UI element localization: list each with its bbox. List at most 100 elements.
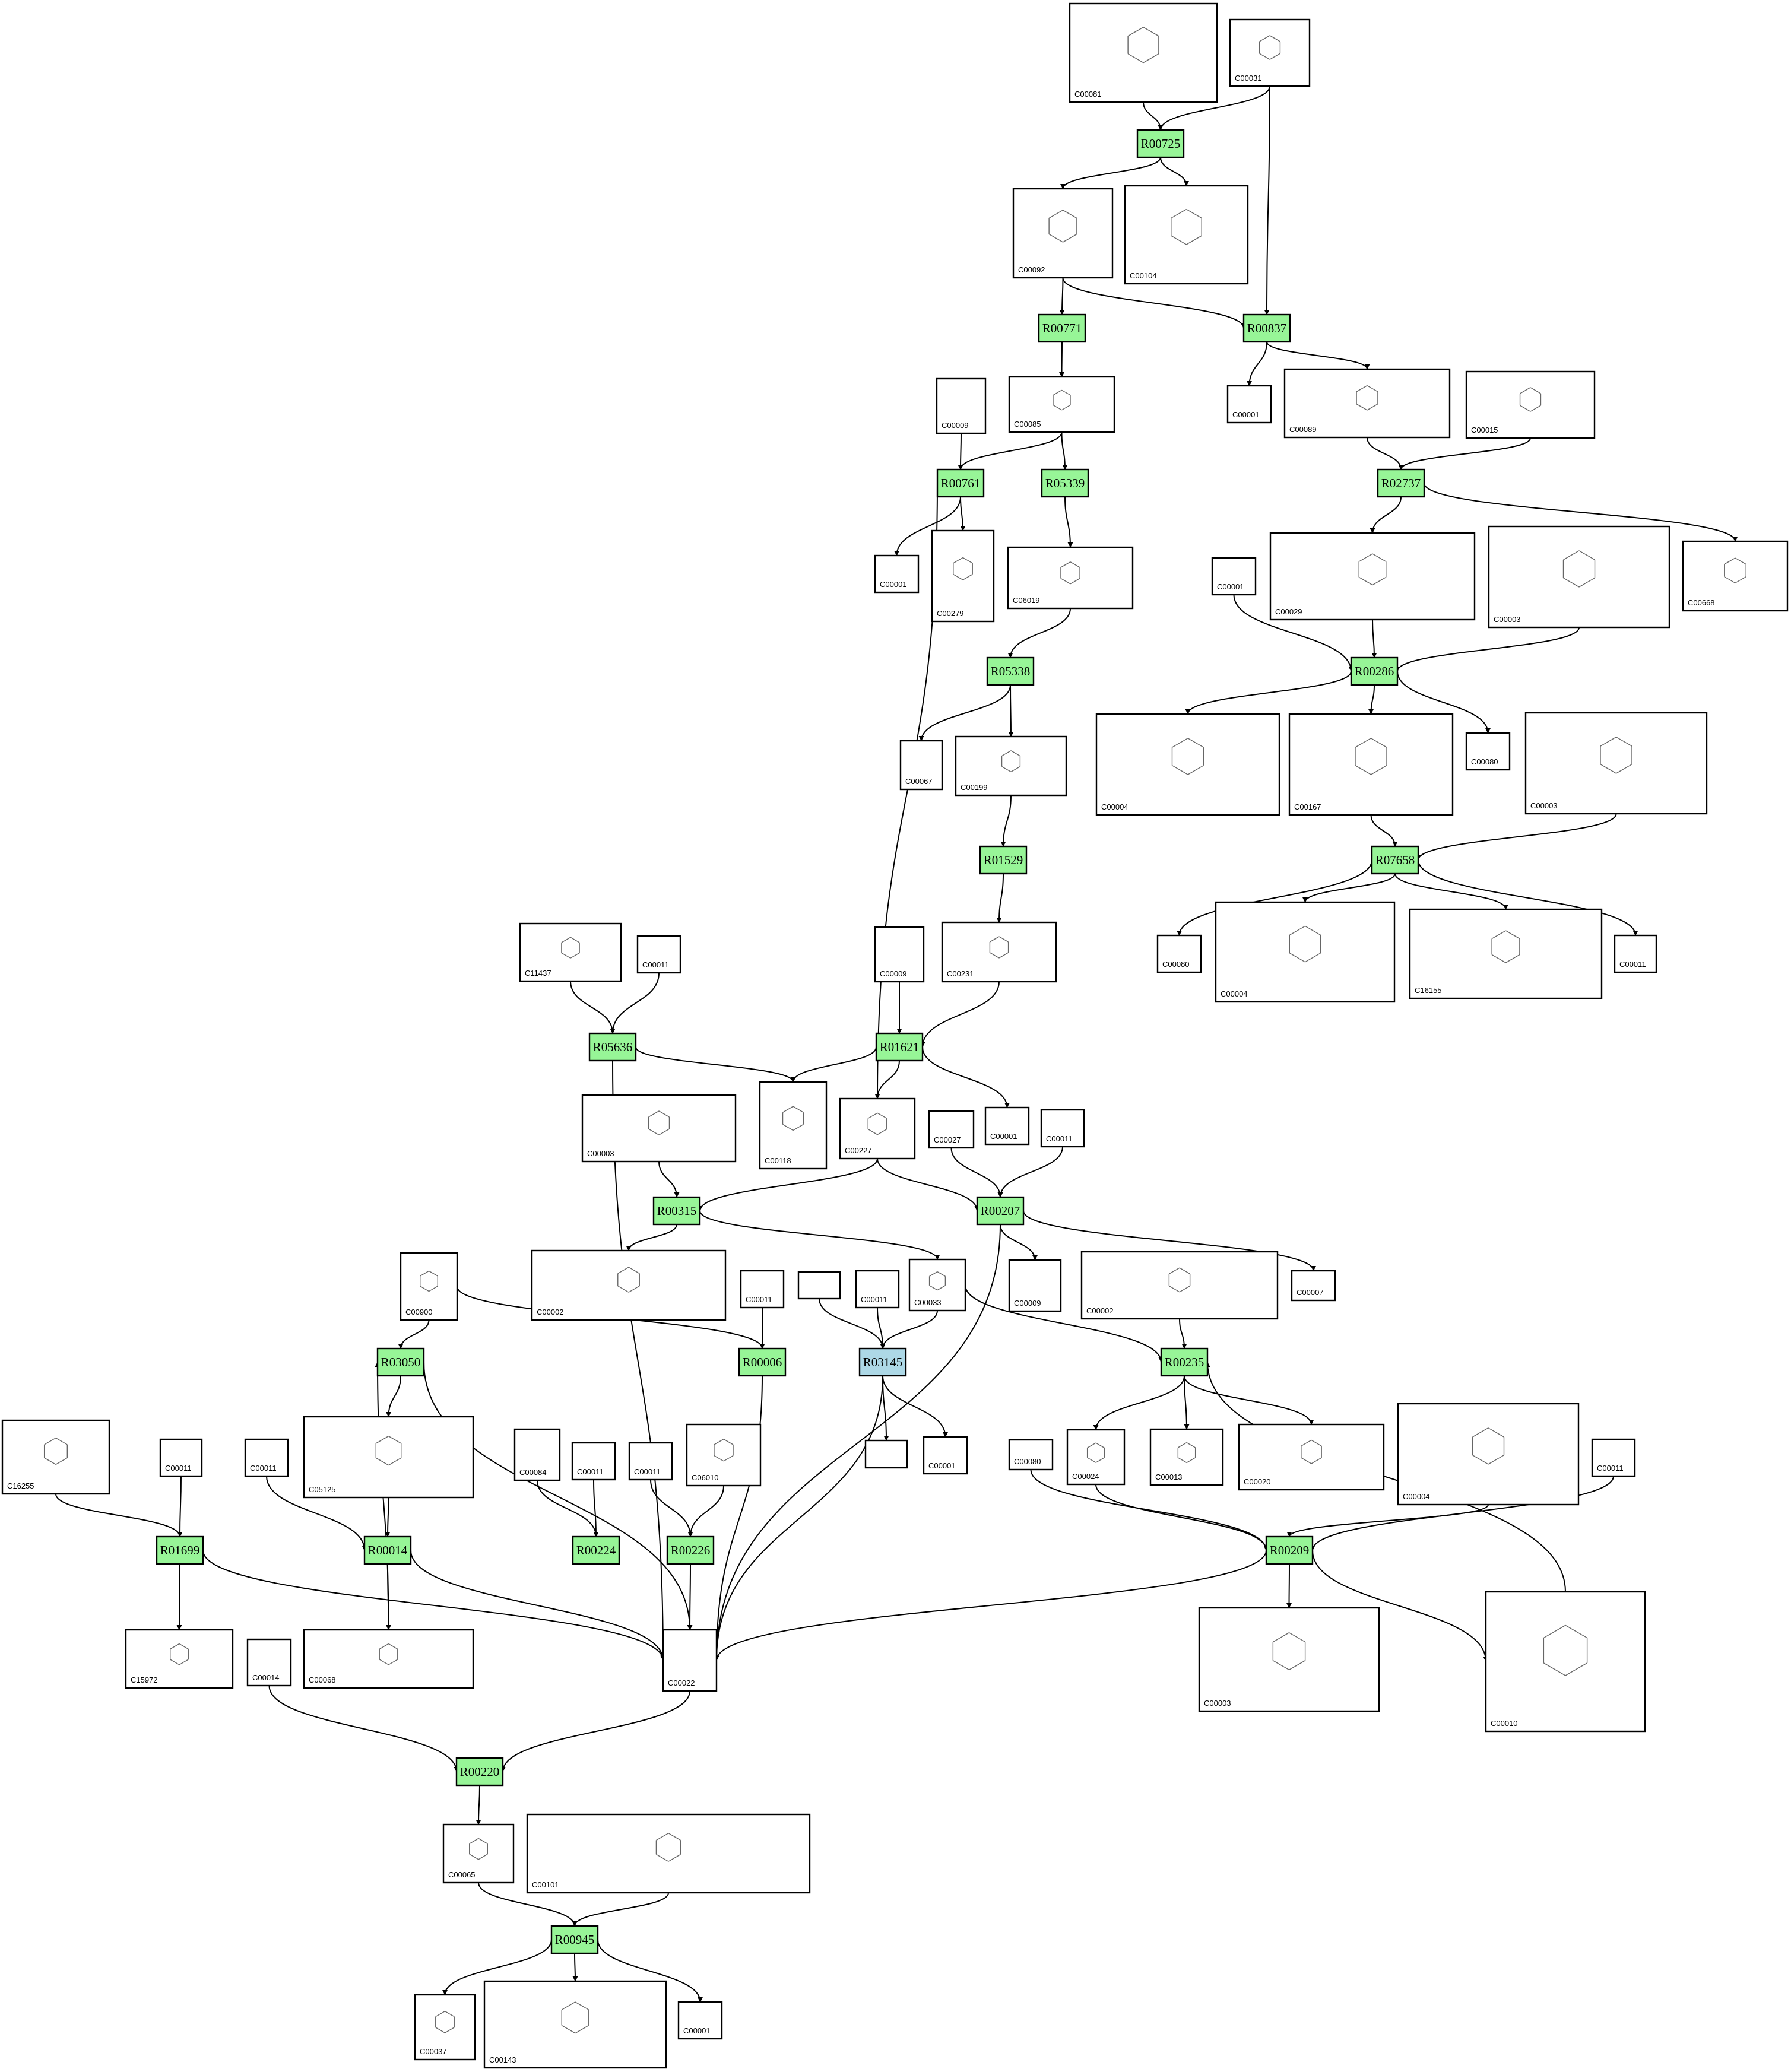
compound-c00003-c[interactable]: C00003 <box>581 1094 737 1163</box>
reaction-r05339[interactable]: R05339 <box>1041 468 1089 498</box>
compound-c00668[interactable]: C00668 <box>1682 540 1789 612</box>
compound-c00011-c[interactable]: C00011 <box>1040 1109 1085 1148</box>
compound-c00027[interactable]: C00027 <box>928 1110 975 1149</box>
reaction-r00209[interactable]: R00209 <box>1265 1535 1314 1565</box>
compound-c00080-a[interactable]: C00080 <box>1465 732 1511 771</box>
compound-c11437[interactable]: C11437 <box>519 922 622 982</box>
compound-c00104[interactable]: C00104 <box>1124 185 1249 285</box>
compound-c00004-a[interactable]: C00004 <box>1095 713 1280 816</box>
reaction-r02737[interactable]: R02737 <box>1377 468 1425 498</box>
compound-c00101[interactable]: C00101 <box>526 1813 811 1894</box>
reaction-r01529[interactable]: R01529 <box>979 845 1028 875</box>
compound-c00031[interactable]: C00031 <box>1229 18 1311 87</box>
reaction-r00226[interactable]: R00226 <box>666 1535 715 1565</box>
reaction-r00837[interactable]: R00837 <box>1242 313 1291 343</box>
compound-c00167[interactable]: C00167 <box>1288 713 1454 816</box>
compound-c00001-a[interactable]: C00001 <box>1226 385 1272 424</box>
compound-c00118[interactable]: C00118 <box>759 1081 828 1170</box>
compound-c00003-d[interactable]: C00003 <box>1198 1607 1380 1712</box>
compound-c00227[interactable]: C00227 <box>839 1097 916 1160</box>
compound-c00199[interactable]: C00199 <box>955 735 1067 797</box>
compound-c00001-c[interactable]: C00001 <box>1211 557 1257 596</box>
compound-c00004-c[interactable]: C00004 <box>1397 1403 1580 1506</box>
compound-c05125[interactable]: C05125 <box>303 1416 474 1499</box>
compound-c00011-g[interactable]: C00011 <box>244 1438 289 1477</box>
reaction-r01621[interactable]: R01621 <box>875 1032 924 1062</box>
compound-box <box>1465 370 1596 439</box>
compound-blank-b[interactable] <box>864 1439 908 1469</box>
compound-c00009-b[interactable]: C00009 <box>874 926 925 983</box>
compound-c00011-f[interactable]: C00011 <box>159 1438 203 1477</box>
compound-c00024[interactable]: C00024 <box>1066 1429 1126 1486</box>
compound-c00014[interactable]: C00014 <box>246 1638 292 1687</box>
compound-c00011-d[interactable]: C00011 <box>740 1270 785 1309</box>
compound-c00065[interactable]: C00065 <box>442 1823 515 1884</box>
reaction-r05338[interactable]: R05338 <box>986 656 1035 686</box>
compound-c00231[interactable]: C00231 <box>941 921 1057 983</box>
compound-c00037[interactable]: C00037 <box>414 1994 476 2061</box>
compound-c00011-b[interactable]: C00011 <box>1614 934 1657 973</box>
compound-c00022[interactable]: C00022 <box>662 1629 718 1692</box>
compound-c00067[interactable]: C00067 <box>899 740 943 791</box>
compound-c00001-e[interactable]: C00001 <box>923 1436 968 1475</box>
compound-c00007[interactable]: C00007 <box>1291 1270 1336 1302</box>
reaction-r00761[interactable]: R00761 <box>936 468 985 498</box>
compound-c00011-j[interactable]: C00011 <box>1591 1438 1636 1477</box>
compound-id-label: C00004 <box>1221 989 1248 998</box>
compound-c00143[interactable]: C00143 <box>483 1980 667 2069</box>
compound-c00011-i[interactable]: C00011 <box>628 1442 673 1481</box>
reaction-r07658[interactable]: R07658 <box>1371 845 1419 875</box>
compound-c00001-f[interactable]: C00001 <box>677 2001 723 2040</box>
compound-c00029[interactable]: C00029 <box>1269 532 1476 621</box>
compound-c00013[interactable]: C00013 <box>1149 1428 1224 1486</box>
compound-c00009-a[interactable]: C00009 <box>936 377 987 434</box>
compound-c00011-e[interactable]: C00011 <box>855 1270 900 1309</box>
compound-c00279[interactable]: C00279 <box>931 529 995 623</box>
compound-c16155[interactable]: C16155 <box>1409 908 1603 999</box>
compound-c00092[interactable]: C00092 <box>1012 188 1114 279</box>
reaction-r00220[interactable]: R00220 <box>455 1757 504 1787</box>
compound-c00004-b[interactable]: C00004 <box>1215 901 1396 1003</box>
compound-c00001-d[interactable]: C00001 <box>984 1106 1030 1146</box>
reaction-r03145[interactable]: R03145 <box>858 1347 907 1377</box>
reaction-r00315[interactable]: R00315 <box>652 1196 701 1226</box>
compound-c00009-c[interactable]: C00009 <box>1008 1259 1062 1312</box>
reaction-r00286[interactable]: R00286 <box>1350 656 1399 686</box>
compound-c00011-h[interactable]: C00011 <box>571 1442 616 1481</box>
compound-c00020[interactable]: C00020 <box>1238 1423 1385 1491</box>
compound-box <box>1 1419 110 1495</box>
compound-c15972[interactable]: C15972 <box>125 1629 234 1689</box>
compound-c00089[interactable]: C00089 <box>1283 368 1451 439</box>
compound-c00900[interactable]: C00900 <box>400 1252 458 1321</box>
compound-c16255[interactable]: C16255 <box>1 1419 110 1495</box>
compound-c00081[interactable]: C00081 <box>1069 2 1218 103</box>
compound-c00011-a[interactable]: C00011 <box>636 935 681 974</box>
compound-c00033[interactable]: C00033 <box>908 1258 966 1312</box>
reaction-r05636[interactable]: R05636 <box>588 1032 637 1062</box>
compound-c00002-a[interactable]: C00002 <box>531 1249 727 1321</box>
compound-c00001-b[interactable]: C00001 <box>874 554 920 594</box>
compound-blank-a[interactable] <box>797 1271 841 1300</box>
compound-c00080-b[interactable]: C00080 <box>1156 934 1202 973</box>
reaction-r00235[interactable]: R00235 <box>1160 1347 1209 1377</box>
compound-c00003-b[interactable]: C00003 <box>1524 712 1708 815</box>
reaction-r01699[interactable]: R01699 <box>156 1535 204 1565</box>
compound-c00015[interactable]: C00015 <box>1465 370 1596 439</box>
reaction-r00014[interactable]: R00014 <box>363 1535 412 1565</box>
reaction-r00725[interactable]: R00725 <box>1136 129 1185 158</box>
compound-c06010[interactable]: C06010 <box>686 1423 762 1487</box>
reaction-r00006[interactable]: R00006 <box>738 1347 787 1377</box>
reaction-r03050[interactable]: R03050 <box>376 1347 425 1377</box>
compound-c00085[interactable]: C00085 <box>1008 376 1115 433</box>
compound-c00003-a[interactable]: C00003 <box>1488 525 1670 629</box>
compound-c00010[interactable]: C00010 <box>1485 1591 1646 1733</box>
reaction-r00771[interactable]: R00771 <box>1038 313 1086 343</box>
compound-c00080-c[interactable]: C00080 <box>1008 1439 1054 1471</box>
reaction-r00207[interactable]: R00207 <box>976 1196 1025 1226</box>
compound-c00084[interactable]: C00084 <box>513 1428 561 1481</box>
reaction-r00224[interactable]: R00224 <box>572 1535 620 1565</box>
compound-c00068[interactable]: C00068 <box>303 1629 474 1689</box>
compound-c06019[interactable]: C06019 <box>1007 546 1134 610</box>
compound-c00002-b[interactable]: C00002 <box>1080 1251 1279 1320</box>
reaction-r00945[interactable]: R00945 <box>550 1925 599 1954</box>
